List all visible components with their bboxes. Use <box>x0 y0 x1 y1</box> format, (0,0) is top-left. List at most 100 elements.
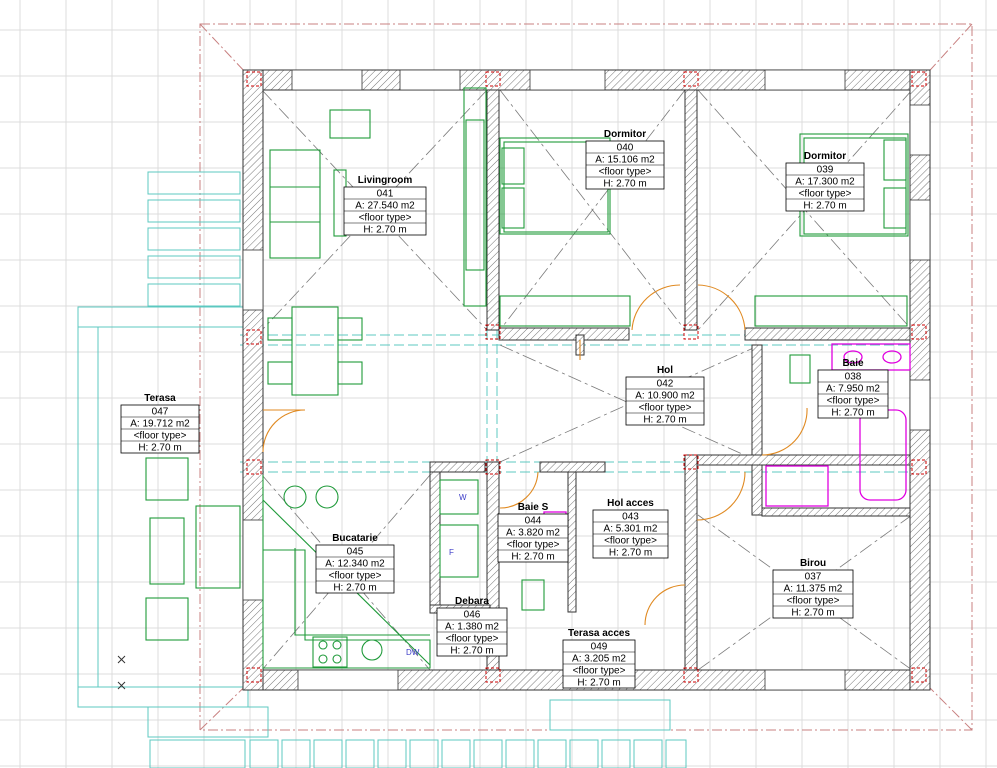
sofa-icon <box>269 149 321 259</box>
stool-icon <box>283 485 307 509</box>
room-height: H: 2.70 m <box>643 415 686 426</box>
room-height: H: 2.70 m <box>603 179 646 190</box>
room-name: Debara <box>455 596 489 607</box>
room-area: A: 7.950 m2 <box>826 384 880 395</box>
room-height: H: 2.70 m <box>450 646 493 657</box>
room-height: H: 2.70 m <box>577 678 620 689</box>
room-number: 046 <box>464 610 481 621</box>
room-number: 047 <box>152 407 169 418</box>
fridge-label: F <box>449 548 454 557</box>
dishwasher-label: DW <box>406 648 420 657</box>
room-number: 040 <box>617 143 634 154</box>
room-floor-type: <floor type> <box>787 596 840 607</box>
room-number: 043 <box>622 512 639 523</box>
room-floor-type: <floor type> <box>799 189 852 200</box>
toilet-icon <box>521 579 545 611</box>
room-number: 049 <box>591 642 608 653</box>
room-name: Hol acces <box>607 498 654 509</box>
room-floor-type: <floor type> <box>599 167 652 178</box>
room-number: 038 <box>845 372 862 383</box>
room-floor-type: <floor type> <box>134 431 187 442</box>
dining-table-icon <box>291 306 339 396</box>
room-name: Terasa acces <box>568 628 631 639</box>
room-height: H: 2.70 m <box>831 408 874 419</box>
room-height: H: 2.70 m <box>791 608 834 619</box>
doors <box>262 284 808 626</box>
room-name: Livingroom <box>358 175 413 186</box>
room-area: A: 12.340 m2 <box>325 559 385 570</box>
tv-unit-icon <box>463 87 487 307</box>
room-area: A: 15.106 m2 <box>595 155 655 166</box>
terrace-steps <box>149 739 687 768</box>
room-height: H: 2.70 m <box>803 201 846 212</box>
room-name: Terasa <box>144 393 176 404</box>
room-name: Birou <box>800 558 826 569</box>
room-floor-type: <floor type> <box>507 540 560 551</box>
room-area: A: 19.712 m2 <box>130 419 190 430</box>
room-number: 037 <box>805 572 822 583</box>
room-height: H: 2.70 m <box>138 443 181 454</box>
room-area: A: 11.375 m2 <box>784 584 843 595</box>
room-height: H: 2.70 m <box>363 225 406 236</box>
room-floor-type: <floor type> <box>827 396 880 407</box>
terrace-table-icon <box>149 517 185 585</box>
room-area: A: 17.300 m2 <box>795 177 855 188</box>
room-floor-type: <floor type> <box>639 403 692 414</box>
appliance-labels: W F DW <box>406 493 467 657</box>
room-name: Hol <box>657 365 673 376</box>
room-floor-type: <floor type> <box>604 536 657 547</box>
room-name: Baie S <box>518 502 549 513</box>
furniture <box>145 87 909 669</box>
stool-icon <box>315 485 339 509</box>
room-number: 039 <box>817 165 834 176</box>
markers <box>117 655 126 690</box>
room-area: A: 27.540 m2 <box>355 201 415 212</box>
terrace-chair-icon <box>145 597 189 641</box>
room-number: 042 <box>657 379 674 390</box>
room-name: Bucatarie <box>332 533 378 544</box>
wardrobe-icon <box>499 295 631 327</box>
room-height: H: 2.70 m <box>609 548 652 559</box>
room-floor-type: <floor type> <box>446 634 499 645</box>
room-height: H: 2.70 m <box>511 552 554 563</box>
room-name: Dormitor <box>604 129 646 140</box>
room-floor-type: <floor type> <box>359 213 412 224</box>
room-floor-type: <floor type> <box>573 666 626 677</box>
room-number: 045 <box>347 547 364 558</box>
toilet-icon <box>789 354 811 384</box>
terrace-chair-icon <box>145 457 189 501</box>
room-name: Baie <box>842 358 864 369</box>
washer-label: W <box>459 493 467 502</box>
room-name: Dormitor <box>804 151 846 162</box>
room-area: A: 3.820 m2 <box>506 528 560 539</box>
room-height: H: 2.70 m <box>333 583 376 594</box>
room-area: A: 3.205 m2 <box>572 654 626 665</box>
room-area: A: 1.380 m2 <box>445 622 499 633</box>
room-number: 041 <box>377 189 394 200</box>
washer-icon <box>439 479 479 515</box>
room-number: 044 <box>525 516 542 527</box>
stove-icon <box>312 636 348 668</box>
room-area: A: 10.900 m2 <box>635 391 695 402</box>
shower-icon <box>765 465 829 507</box>
terrace-sofa-icon <box>195 505 241 589</box>
room-area: A: 5.301 m2 <box>604 524 658 535</box>
armchair-icon <box>329 109 371 139</box>
wardrobe-icon <box>754 295 908 327</box>
structural-columns <box>246 71 927 683</box>
sink-icon <box>361 639 383 661</box>
